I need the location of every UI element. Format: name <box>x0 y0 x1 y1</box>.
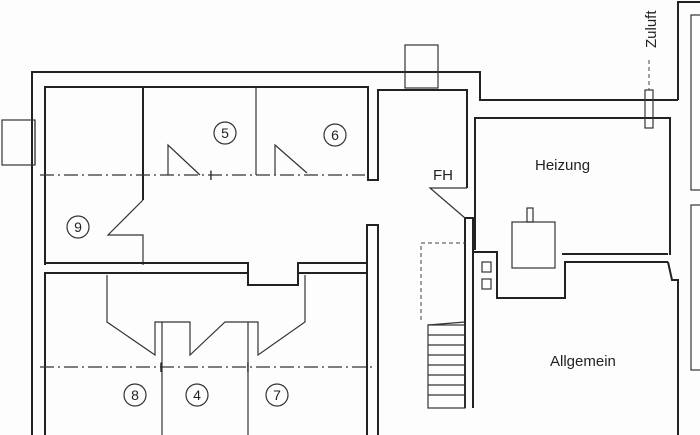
column-marker-icon: I <box>246 359 250 375</box>
doors <box>167 143 467 219</box>
room-number-9: 9 <box>74 219 82 235</box>
room-number-7: 7 <box>273 387 281 403</box>
axis-lines: I I I <box>40 167 372 375</box>
room-number-5: 5 <box>221 125 229 141</box>
stairs[interactable] <box>420 242 466 409</box>
room-label-heizung: Heizung <box>535 157 590 174</box>
column-marker-icon: I <box>209 167 213 183</box>
room-number-4: 4 <box>193 387 201 403</box>
column-marker-icon: I <box>159 359 163 375</box>
label-fh: FH <box>433 167 453 184</box>
room-number-6: 6 <box>331 127 339 143</box>
label-zuluft: Zuluft <box>643 10 660 48</box>
room-label-allgemein: Allgemein <box>550 353 616 370</box>
room-numbers: 5 6 9 8 4 7 <box>66 121 347 407</box>
room-number-8: 8 <box>131 387 139 403</box>
